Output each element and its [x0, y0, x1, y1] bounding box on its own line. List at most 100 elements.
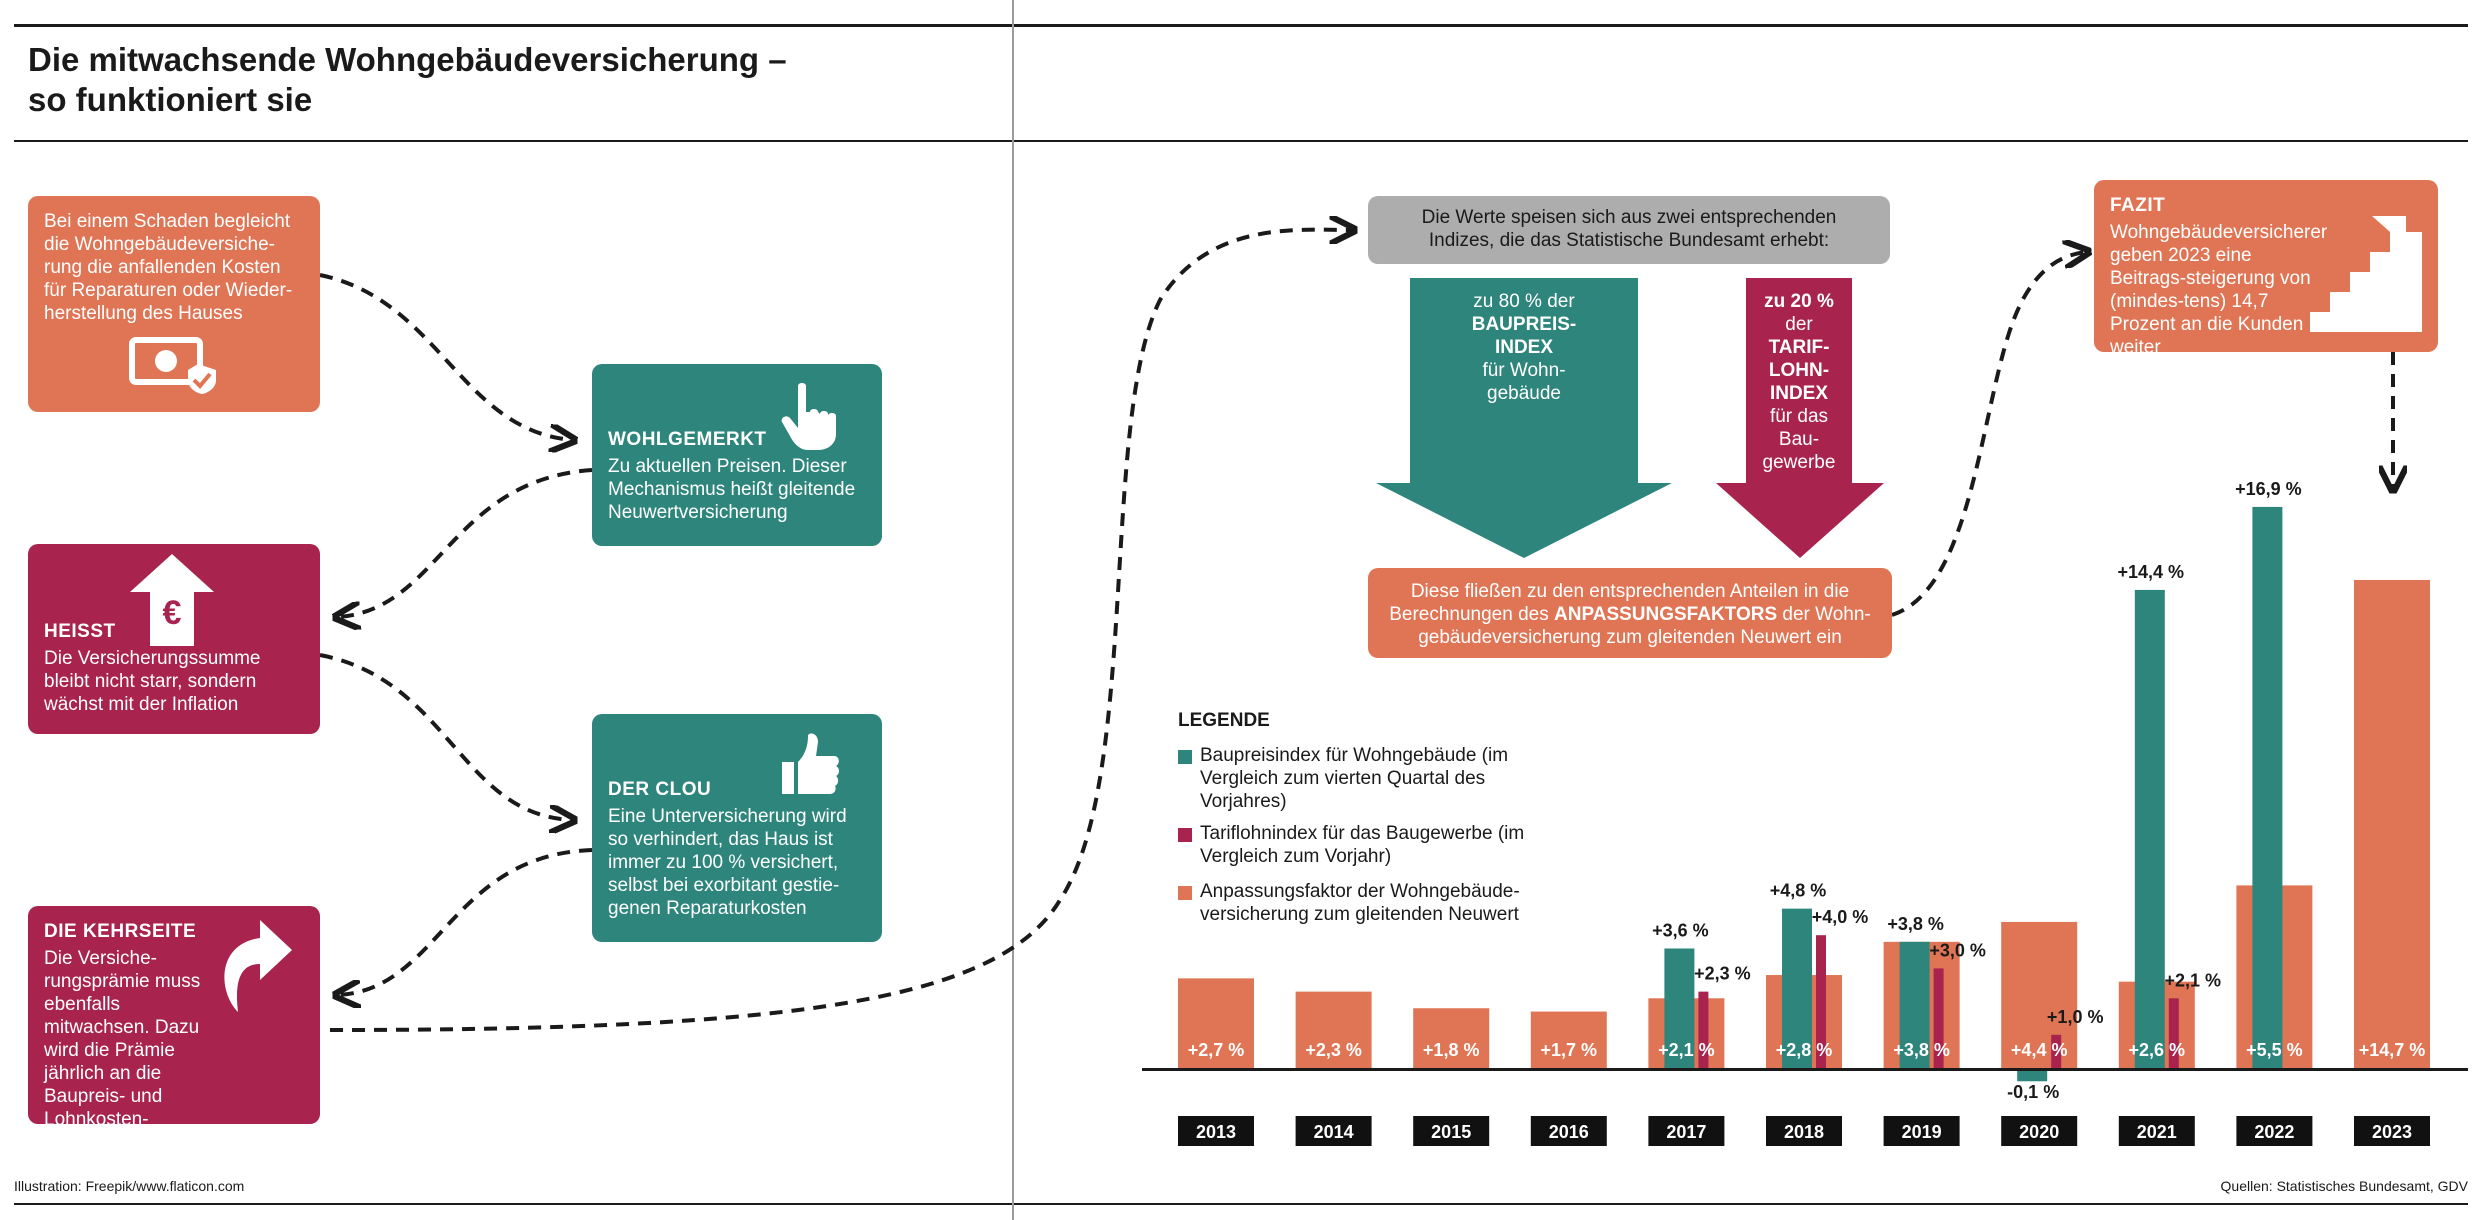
year-box-2019 — [1883, 1116, 1960, 1146]
pointing-hand-icon — [781, 383, 836, 450]
footer-credit: Illustration: Freepik/www.flaticon.com — [14, 1178, 245, 1194]
stairs-icon — [2310, 216, 2422, 332]
wohlgemerkt-text: Zu aktuellen Preisen. Dieser Mechanismus… — [608, 456, 856, 523]
heisst-text: Die Versicherungssumme bleibt nicht star… — [44, 648, 261, 715]
bar-baupreis-2022 — [2252, 506, 2283, 1068]
label-anpassung-2014: +2,3 % — [1305, 1040, 1362, 1060]
plum-arrow-line-5: INDEX — [1769, 383, 1829, 404]
bar-anpassung-2013 — [1178, 978, 1254, 1068]
indices-text: Die Werte speisen sich aus zwei entsprec… — [1421, 207, 1837, 251]
year-label-2022: 2022 — [2254, 1122, 2294, 1142]
bar-tariflohn-2017 — [1698, 991, 1709, 1068]
arrow-clou-to-kehrseite — [338, 848, 593, 995]
year-box-2014 — [1295, 1116, 1372, 1146]
fliessen-box: Diese fließen zu den entsprechenden Ante… — [1368, 568, 1892, 658]
label-tariflohn-2021: +2,1 % — [2165, 970, 2222, 990]
teal-arrow-line-2: BAUPREIS- — [1471, 314, 1577, 335]
year-box-2018 — [1766, 1116, 1842, 1146]
bottom-rule — [14, 1203, 2468, 1205]
baupreisindex-arrow — [1376, 278, 1672, 558]
plum-arrow-line-3: TARIF- — [1768, 337, 1830, 358]
intro-text: Bei einem Schaden begleicht die Wohngebä… — [44, 211, 293, 324]
label-baupreis-2021: +14,4 % — [2118, 562, 2185, 582]
fliessen-text-post: der Wohn-gebäudeversicherung zum gleiten… — [1418, 604, 1871, 648]
bar-tariflohn-2018 — [1816, 935, 1826, 1068]
label-anpassung-2016: +1,7 % — [1541, 1040, 1598, 1060]
title-line-2: so funktioniert sie — [28, 81, 313, 118]
fazit-heading: FAZIT — [2110, 195, 2166, 216]
label-tariflohn-2019: +3,0 % — [1929, 940, 1986, 960]
label-tariflohn-2020: +1,0 % — [2047, 1007, 2104, 1027]
bar-baupreis-2017 — [1664, 948, 1695, 1068]
wohlgemerkt-heading: WOHLGEMERKT — [608, 429, 767, 450]
teal-arrow-line-5: gebäude — [1487, 383, 1561, 404]
svg-text:€: € — [163, 594, 182, 632]
kehrseite-text: Die Versiche-rungsprämie muss ebenfalls … — [44, 948, 201, 1176]
thumbs-up-icon — [782, 733, 839, 794]
header-rule — [14, 140, 2468, 142]
bar-anpassung-2014 — [1295, 991, 1372, 1068]
page-title: Die mitwachsende Wohngebäudeversicherung… — [28, 40, 828, 120]
label-baupreis-2020: -0,1 % — [2007, 1082, 2059, 1102]
divider — [1012, 0, 1014, 1220]
curved-arrow-icon — [224, 920, 292, 1012]
chart-baseline — [1142, 1068, 2468, 1071]
title-line-1: Die mitwachsende Wohngebäudeversicherung… — [28, 41, 787, 78]
bar-anpassung-2016 — [1530, 1011, 1607, 1068]
bar-baupreis-2018 — [1782, 908, 1812, 1068]
label-anpassung-2017: +2,1 % — [1658, 1040, 1715, 1060]
year-label-2017: 2017 — [1666, 1122, 1706, 1142]
money-shield-icon — [129, 337, 216, 394]
heisst-box: € HEISST Die Versicherungssumme bleibt n… — [28, 544, 320, 734]
legend-item-tariflohn: Tariflohnindex für das Baugewerbe (im Ve… — [1200, 823, 1525, 867]
arrow-intro-to-wohlgemerkt — [319, 273, 572, 440]
plum-arrow-line-1: zu 20 % — [1764, 291, 1834, 312]
wohlgemerkt-box: WOHLGEMERKT Zu aktuellen Preisen. Dieser… — [592, 364, 882, 546]
legend-item-baupreis: Baupreisindex für Wohngebäude (im Vergle… — [1200, 745, 1509, 812]
bar-anpassung-2023 — [2354, 579, 2430, 1068]
legend-swatch-baupreis — [1178, 750, 1192, 764]
top-rule — [14, 24, 2468, 27]
baupreisindex-arrow-text: zu 80 % der BAUPREIS- INDEX für Wohn- ge… — [1410, 290, 1638, 405]
bar-baupreis-2019 — [1899, 941, 1930, 1068]
plum-arrow-line-4: LOHN- — [1768, 360, 1830, 381]
year-label-2013: 2013 — [1196, 1122, 1236, 1142]
label-anpassung-2013: +2,7 % — [1188, 1040, 1245, 1060]
year-label-2023: 2023 — [2372, 1122, 2412, 1142]
bar-anpassung-2015 — [1413, 1008, 1490, 1068]
year-label-2019: 2019 — [1902, 1122, 1942, 1142]
legend-item-anpassung: Anpassungsfaktor der Wohngebäude-versich… — [1200, 881, 1520, 925]
label-anpassung-2019: +3,8 % — [1893, 1040, 1950, 1060]
intro-box: Bei einem Schaden begleicht die Wohngebä… — [28, 196, 320, 412]
teal-arrow-line-3: INDEX — [1494, 337, 1554, 358]
label-anpassung-2018: +2,8 % — [1776, 1040, 1833, 1060]
label-anpassung-2023: +14,7 % — [2359, 1040, 2426, 1060]
teal-arrow-line-1: zu 80 % der — [1473, 291, 1575, 312]
bar-anpassung-2020 — [2001, 921, 2078, 1068]
bar-tariflohn-2021 — [2168, 998, 2179, 1068]
tariflohnindex-arrow-text: zu 20 % der TARIF- LOHN- INDEX für das B… — [1748, 290, 1850, 474]
year-label-2021: 2021 — [2137, 1122, 2177, 1142]
clou-box: DER CLOU Eine Unterversicherung wird so … — [592, 714, 882, 942]
indices-box: Die Werte speisen sich aus zwei entsprec… — [1368, 196, 1890, 264]
year-box-2021 — [2118, 1116, 2195, 1146]
label-tariflohn-2018: +4,0 % — [1812, 907, 1869, 927]
kehrseite-heading: DIE KEHRSEITE — [44, 921, 197, 942]
label-baupreis-2022: +16,9 % — [2235, 479, 2302, 499]
year-label-2016: 2016 — [1549, 1122, 1589, 1142]
fazit-box: FAZIT Wohngebäudeversicherer geben 2023 … — [2094, 180, 2438, 358]
year-box-2022 — [2236, 1116, 2313, 1146]
heisst-heading: HEISST — [44, 621, 116, 642]
legend-title: LEGENDE — [1178, 710, 1270, 731]
year-box-2017 — [1648, 1116, 1725, 1146]
teal-arrow-line-4: für Wohn- — [1482, 360, 1566, 381]
footer-sources: Quellen: Statistisches Bundesamt, GDV — [2220, 1178, 2468, 1194]
fazit-text: Wohngebäudeversicherer geben 2023 eine B… — [2110, 222, 2328, 358]
legend-swatch-anpassung — [1178, 886, 1192, 900]
bar-tariflohn-2019 — [1933, 968, 1944, 1068]
label-tariflohn-2017: +2,3 % — [1694, 964, 1751, 984]
bar-tariflohn-2020 — [2051, 1034, 2062, 1068]
fliessen-text-pre: Diese fließen zu den entsprechenden Ante… — [1389, 581, 1850, 625]
